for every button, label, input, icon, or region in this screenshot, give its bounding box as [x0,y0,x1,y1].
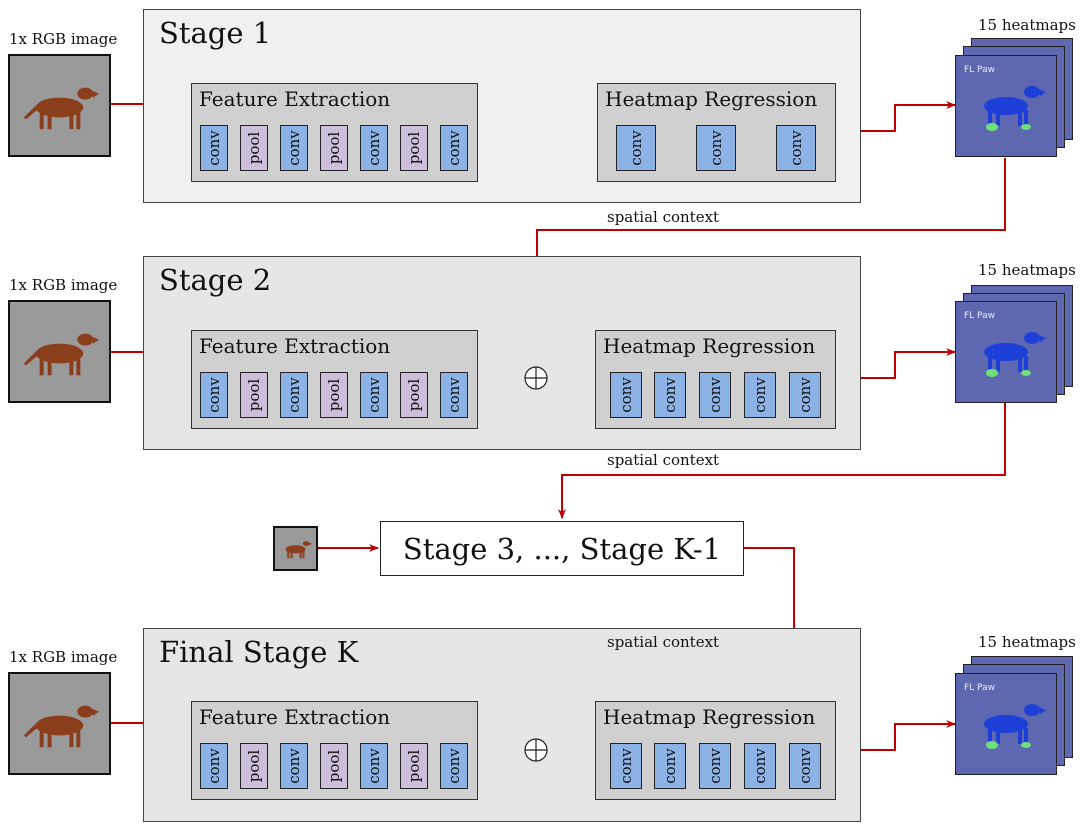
conv-block: conv [789,372,821,418]
conv-block: conv [200,125,228,171]
heatmap-front: FL Paw [955,673,1057,775]
dog-heatmap-icon [984,704,1046,749]
conv-block: conv [360,125,388,171]
heatmap-front: FL Paw [955,55,1057,157]
conv-block: conv [789,743,821,789]
conv-block: conv [440,743,468,789]
conv-block: conv [610,743,642,789]
heatmap-regression-label: Heatmap Regression [605,87,818,111]
spatial-context-label-2: spatial context [607,451,720,469]
pool-block: pool [240,125,268,171]
pool-block: pool [320,743,348,789]
sum-operator-icon [524,738,548,762]
rgb-image-1 [8,54,111,157]
conv-block: conv [696,125,736,171]
heatmap-front: FL Paw [955,301,1057,403]
feature-extraction-label: Feature Extraction [199,705,391,729]
spatial-context-label-k: spatial context [607,633,720,651]
conv-block: conv [360,743,388,789]
heatmap-regression-label: Heatmap Regression [603,334,816,358]
heatmap-regression-2: Heatmap Regression conv conv conv conv c… [595,330,836,429]
conv-block: conv [280,125,308,171]
feature-extraction-k: Feature Extraction conv pool conv pool c… [191,701,478,800]
heatmap-regression-1: Heatmap Regression conv conv conv [597,83,836,182]
input-label-k: 1x RGB image [9,648,118,666]
pool-block: pool [320,125,348,171]
stage-1-title: Stage 1 [159,16,272,50]
input-label-2: 1x RGB image [9,276,118,294]
feature-extraction-label: Feature Extraction [199,87,391,111]
conv-block: conv [200,743,228,789]
heatmap-text: FL Paw [964,65,995,75]
dog-icon [23,87,100,130]
conv-block: conv [744,372,776,418]
conv-block: conv [699,743,731,789]
heatmap-regression-label: Heatmap Regression [603,705,816,729]
conv-block: conv [360,372,388,418]
dog-heatmap-icon [984,86,1046,131]
conv-block: conv [654,743,686,789]
conv-block: conv [744,743,776,789]
conv-block: conv [654,372,686,418]
middle-stages-label: Stage 3, ..., Stage K-1 [402,531,722,566]
stage-1-panel: Stage 1 Feature Extraction conv pool con… [143,9,861,203]
pool-block: pool [320,372,348,418]
heatmaps-label-k: 15 heatmaps [978,633,1076,651]
conv-block: conv [610,372,642,418]
pool-block: pool [400,125,428,171]
arrow-hr-to-heatmaps-1 [836,101,956,132]
stage-2-title: Stage 2 [159,263,272,297]
pool-block: pool [240,743,268,789]
middle-stages-box: Stage 3, ..., Stage K-1 [380,521,744,576]
conv-block: conv [440,372,468,418]
heatmaps-label-1: 15 heatmaps [978,16,1076,34]
conv-block: conv [200,372,228,418]
stage-2-panel: Stage 2 Feature Extraction conv pool con… [143,256,861,450]
conv-block: conv [699,372,731,418]
heatmap-text: FL Paw [964,311,995,321]
pool-block: pool [400,372,428,418]
conv-block: conv [440,125,468,171]
final-stage-panel: Final Stage K Feature Extraction conv po… [143,628,861,822]
feature-extraction-label: Feature Extraction [199,334,391,358]
feature-extraction-2: Feature Extraction conv pool conv pool c… [191,330,478,429]
pool-block: pool [240,372,268,418]
final-stage-title: Final Stage K [159,635,359,669]
sum-operator-icon [524,366,548,390]
arrow-hr-to-heatmaps-2 [836,348,956,379]
arrow-spatial-context-2 [558,403,1006,519]
dog-icon [285,541,312,559]
feature-extraction-1: Feature Extraction conv pool conv pool c… [191,83,478,182]
conv-block: conv [280,743,308,789]
pool-block: pool [400,743,428,789]
dog-icon [23,705,100,748]
spatial-context-label-1: spatial context [607,208,720,226]
dog-heatmap-icon [984,332,1046,377]
rgb-image-k [8,672,111,775]
heatmaps-label-2: 15 heatmaps [978,261,1076,279]
small-rgb-image [273,526,318,571]
heatmap-regression-k: Heatmap Regression conv conv conv conv c… [595,701,836,800]
input-label-1: 1x RGB image [9,30,118,48]
arrow-hr-to-heatmaps-k [836,720,956,751]
conv-block: conv [280,372,308,418]
conv-block: conv [616,125,656,171]
heatmap-text: FL Paw [964,683,995,693]
dog-icon [23,333,100,376]
rgb-image-2 [8,300,111,403]
conv-block: conv [776,125,816,171]
